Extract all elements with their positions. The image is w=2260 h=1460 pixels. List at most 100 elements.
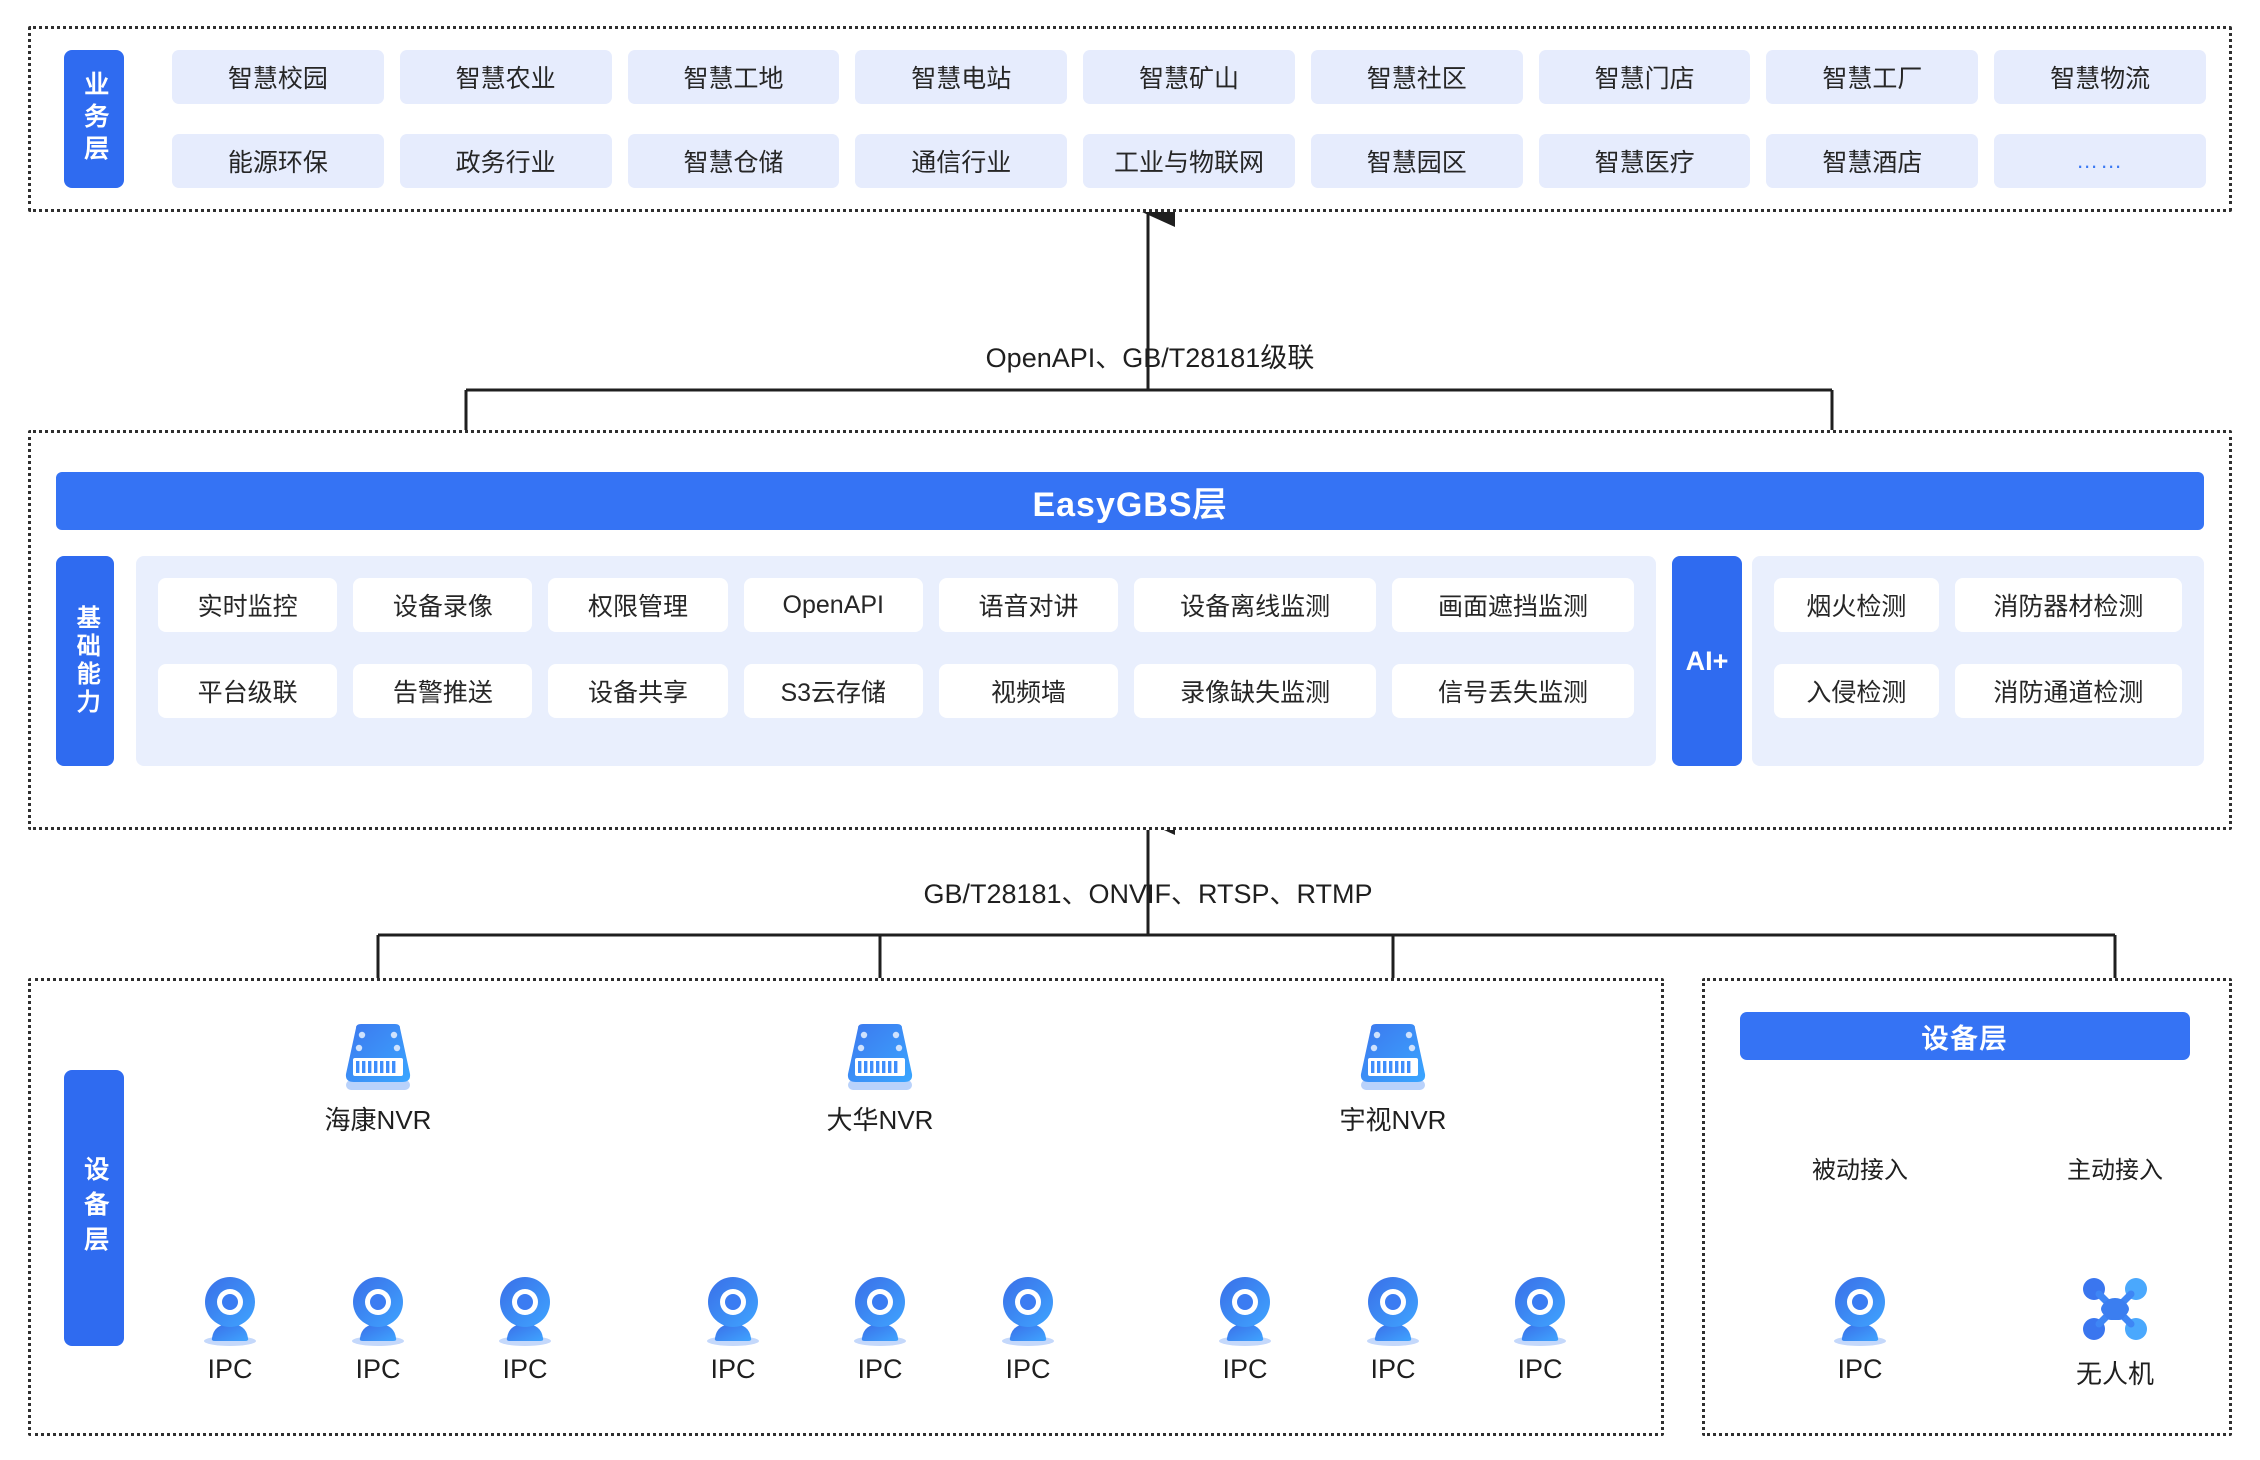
nvr-node-label: 海康NVR bbox=[324, 1105, 432, 1135]
business-chip-row1-1[interactable]: 智慧农业 bbox=[399, 50, 612, 104]
capability-chip-row2-label: 录像缺失监测 bbox=[1180, 679, 1331, 707]
ai-chip-row1-1[interactable]: 消防器材检测 bbox=[1954, 578, 2182, 632]
capability-chip-row2-5[interactable]: 录像缺失监测 bbox=[1134, 664, 1377, 718]
capability-chip-row2-0[interactable]: 平台级联 bbox=[158, 664, 338, 718]
business-chip-row2-3[interactable]: 通信行业 bbox=[855, 134, 1068, 188]
business-chip-row2-label: 政务行业 bbox=[455, 149, 556, 177]
business-chip-row1-8[interactable]: 智慧物流 bbox=[1994, 50, 2207, 104]
capability-chip-row2-label: 设备共享 bbox=[588, 679, 689, 707]
nvr-node-label: 宇视NVR bbox=[1339, 1105, 1447, 1135]
drone-node[interactable]: 无人机 bbox=[2055, 1272, 2175, 1391]
capability-chip-row1-label: OpenAPI bbox=[782, 590, 884, 619]
capability-chip-row2-6[interactable]: 信号丢失监测 bbox=[1392, 664, 1634, 718]
nvr-node[interactable]: 宇视NVR bbox=[1333, 1022, 1453, 1137]
capability-chip-row1-label: 权限管理 bbox=[588, 593, 689, 621]
ipc-node[interactable]: IPC bbox=[170, 1272, 290, 1385]
business-chip-row2-label: 智慧医疗 bbox=[1594, 149, 1695, 177]
capability-chip-row1-6[interactable]: 画面遮挡监测 bbox=[1392, 578, 1634, 632]
business-chip-row2-6[interactable]: 智慧医疗 bbox=[1538, 134, 1751, 188]
ipc-node[interactable]: IPC bbox=[968, 1272, 1088, 1385]
business-chip-row1-label: 智慧工厂 bbox=[1822, 65, 1923, 93]
access-mode-active-label: 主动接入 bbox=[2015, 1150, 2215, 1185]
capability-chip-row2-label: 信号丢失监测 bbox=[1438, 679, 1589, 707]
capability-chip-row2-4[interactable]: 视频墙 bbox=[938, 664, 1119, 718]
ai-capability-row-1: 烟火检测 消防器材检测 bbox=[1774, 578, 2182, 632]
nvr-node-label: 大华NVR bbox=[826, 1105, 934, 1135]
access-mode-passive-text: 被动接入 bbox=[1812, 1157, 1908, 1184]
ipc-node-label: IPC bbox=[1370, 1354, 1416, 1384]
capability-chip-row1-2[interactable]: 权限管理 bbox=[548, 578, 728, 632]
easygbs-banner-text: EasyGBS层 bbox=[1032, 485, 1228, 524]
business-chip-row2-7[interactable]: 智慧酒店 bbox=[1766, 134, 1979, 188]
ipc-node-label: IPC bbox=[502, 1354, 548, 1384]
capability-chip-row1-5[interactable]: 设备离线监测 bbox=[1134, 578, 1377, 632]
capability-chip-row1-4[interactable]: 语音对讲 bbox=[938, 578, 1119, 632]
business-chip-row2-2[interactable]: 智慧仓储 bbox=[627, 134, 840, 188]
ipc-camera-icon bbox=[1834, 1277, 1886, 1346]
ipc-node-label: IPC bbox=[1837, 1354, 1883, 1384]
business-chip-row2-1[interactable]: 政务行业 bbox=[399, 134, 612, 188]
business-chip-row1-0[interactable]: 智慧校园 bbox=[172, 50, 384, 104]
ipc-node[interactable]: IPC bbox=[820, 1272, 940, 1385]
capability-chip-row2-label: 告警推送 bbox=[392, 679, 493, 707]
connector-protocols-label: GB/T28181、ONVIF、RTSP、RTMP bbox=[798, 872, 1498, 911]
ai-chip-row2-label: 消防通道检测 bbox=[1993, 679, 2144, 707]
capability-chip-row2-2[interactable]: 设备共享 bbox=[548, 664, 728, 718]
ipc-node[interactable]: IPC bbox=[1333, 1272, 1453, 1385]
ipc-node-label: IPC bbox=[1517, 1354, 1563, 1384]
business-chip-row2-0[interactable]: 能源环保 bbox=[172, 134, 384, 188]
business-chip-row1-label: 智慧校园 bbox=[227, 65, 328, 93]
capability-chip-row1-label: 实时监控 bbox=[197, 593, 298, 621]
business-chip-row2-8[interactable]: …… bbox=[1994, 134, 2207, 188]
business-chip-row2-label: 工业与物联网 bbox=[1114, 149, 1265, 177]
nvr-node[interactable]: 大华NVR bbox=[820, 1022, 940, 1137]
capability-chip-row1-0[interactable]: 实时监控 bbox=[158, 578, 338, 632]
capability-layer-side-label: 基础能力 bbox=[56, 556, 114, 766]
business-chip-row2-4[interactable]: 工业与物联网 bbox=[1083, 134, 1295, 188]
business-chip-row1-2[interactable]: 智慧工地 bbox=[627, 50, 840, 104]
access-mode-active-text: 主动接入 bbox=[2067, 1157, 2163, 1184]
ai-chip-row1-0[interactable]: 烟火检测 bbox=[1774, 578, 1939, 632]
capability-chip-row1-label: 语音对讲 bbox=[978, 593, 1079, 621]
business-chip-row2-label: 通信行业 bbox=[911, 149, 1012, 177]
connector-protocols-text: GB/T28181、ONVIF、RTSP、RTMP bbox=[923, 879, 1373, 909]
business-chip-row1-3[interactable]: 智慧电站 bbox=[855, 50, 1068, 104]
business-layer-row-2: 能源环保 政务行业 智慧仓储 通信行业 工业与物联网 智慧园区 智慧医疗 智慧酒店 …… bbox=[172, 134, 2207, 188]
ipc-node[interactable]: IPC bbox=[318, 1272, 438, 1385]
business-chip-row1-4[interactable]: 智慧矿山 bbox=[1083, 50, 1295, 104]
ipc-node[interactable]: IPC bbox=[673, 1272, 793, 1385]
ipc-camera-icon bbox=[1367, 1277, 1419, 1346]
business-chip-row1-6[interactable]: 智慧门店 bbox=[1538, 50, 1751, 104]
ipc-camera-icon bbox=[204, 1277, 256, 1346]
capability-chip-row1-label: 画面遮挡监测 bbox=[1438, 593, 1589, 621]
business-chip-row1-label: 智慧门店 bbox=[1594, 65, 1695, 93]
ipc-node[interactable]: IPC bbox=[1480, 1272, 1600, 1385]
business-chip-row1-5[interactable]: 智慧社区 bbox=[1310, 50, 1523, 104]
easygbs-banner[interactable]: EasyGBS层 bbox=[56, 472, 2204, 530]
capability-chip-row1-1[interactable]: 设备录像 bbox=[353, 578, 533, 632]
ipc-camera-icon bbox=[1002, 1277, 1054, 1346]
ipc-camera-icon bbox=[1219, 1277, 1271, 1346]
ai-capability-row-2: 入侵检测 消防通道检测 bbox=[1774, 664, 2182, 718]
ipc-camera-icon bbox=[707, 1277, 759, 1346]
ai-chip-row1-label: 消防器材检测 bbox=[1993, 593, 2144, 621]
capability-chip-row2-1[interactable]: 告警推送 bbox=[353, 664, 533, 718]
business-chip-row1-label: 智慧工地 bbox=[683, 65, 784, 93]
capability-chip-row1-3[interactable]: OpenAPI bbox=[743, 578, 923, 632]
ipc-camera-icon bbox=[854, 1277, 906, 1346]
business-chip-row2-5[interactable]: 智慧园区 bbox=[1310, 134, 1523, 188]
nvr-node[interactable]: 海康NVR bbox=[318, 1022, 438, 1137]
ipc-node[interactable]: IPC bbox=[1800, 1272, 1920, 1385]
ipc-node[interactable]: IPC bbox=[1185, 1272, 1305, 1385]
capability-chip-row2-label: 平台级联 bbox=[197, 679, 298, 707]
device-layer-right-bar-text: 设备层 bbox=[1921, 1023, 2009, 1054]
ai-chip-row2-1[interactable]: 消防通道检测 bbox=[1954, 664, 2182, 718]
capability-layer-side-label-text: 基础能力 bbox=[72, 605, 100, 717]
ipc-node[interactable]: IPC bbox=[465, 1272, 585, 1385]
business-chip-row1-label: 智慧物流 bbox=[2050, 65, 2151, 93]
ai-chip-row2-0[interactable]: 入侵检测 bbox=[1774, 664, 1939, 718]
capability-chip-row2-3[interactable]: S3云存储 bbox=[743, 664, 923, 718]
business-chip-row1-7[interactable]: 智慧工厂 bbox=[1766, 50, 1979, 104]
capability-chip-row2-label: S3云存储 bbox=[780, 679, 887, 707]
